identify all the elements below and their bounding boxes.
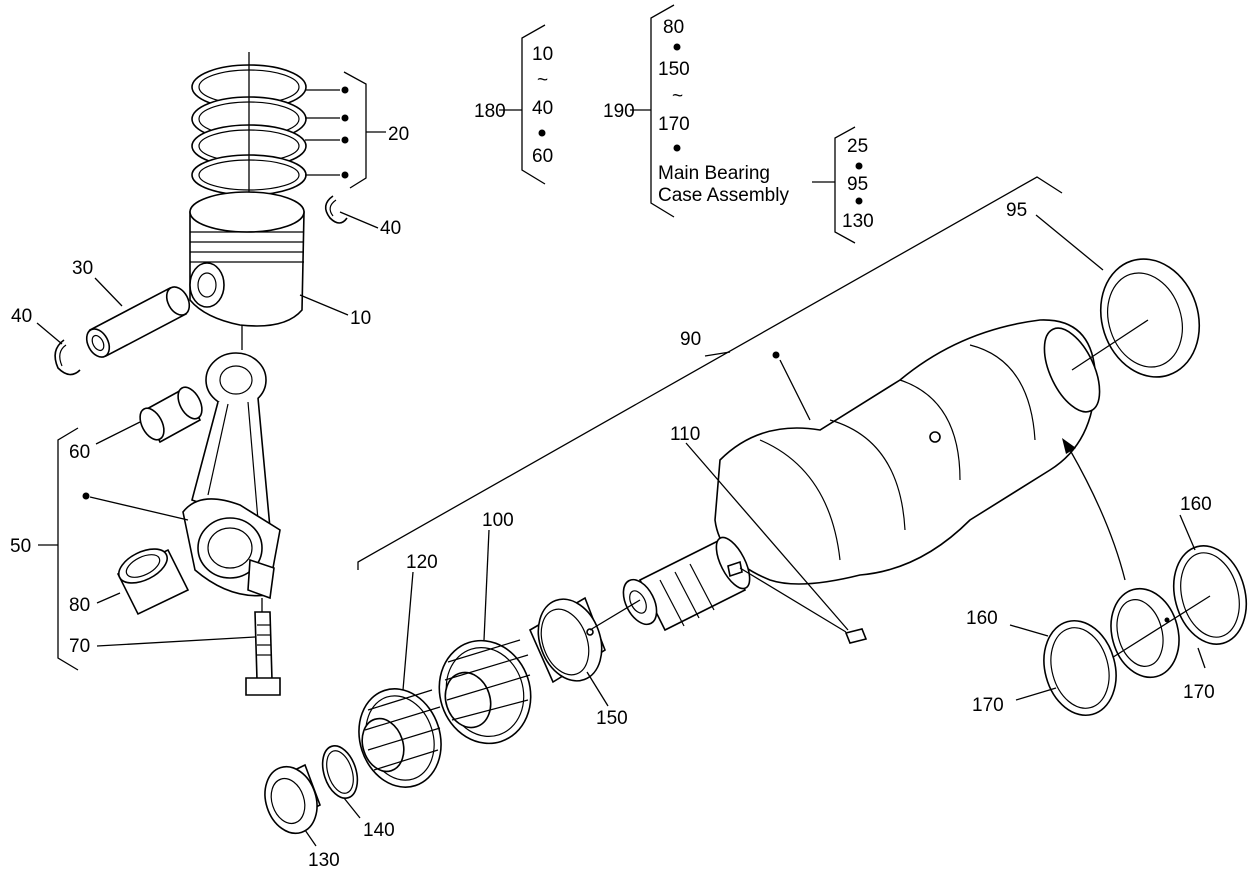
kit-190-item: 150 bbox=[658, 59, 690, 80]
kit-190-item: 80 bbox=[663, 17, 684, 38]
key bbox=[685, 442, 868, 644]
thrust-washer-right bbox=[1173, 514, 1247, 669]
gear-100 bbox=[438, 529, 532, 745]
piston-pin bbox=[85, 277, 191, 358]
kit-90-bracket bbox=[357, 176, 1063, 570]
callout-40-right: 40 bbox=[380, 218, 401, 239]
callout-60: 60 bbox=[69, 442, 90, 463]
callout-100: 100 bbox=[482, 510, 514, 531]
kit-180-item: 10 bbox=[532, 44, 553, 65]
thrust-washer-left bbox=[1009, 619, 1117, 717]
callout-140: 140 bbox=[363, 820, 395, 841]
kit-50-bracket bbox=[38, 427, 189, 671]
rod-bolt bbox=[96, 611, 281, 696]
collar-130 bbox=[264, 763, 321, 847]
callout-160-right: 160 bbox=[1180, 494, 1212, 515]
callout-80: 80 bbox=[69, 595, 90, 616]
assembly-arrow bbox=[1062, 438, 1126, 581]
kit-180-label: 180 bbox=[474, 101, 506, 122]
callout-120: 120 bbox=[406, 552, 438, 573]
kit-190-range: ~ bbox=[672, 86, 683, 107]
kit-190-list: 190 80 150 ~ 170 Main Bearing Case Assem… bbox=[603, 17, 789, 206]
ring-dots bbox=[305, 71, 386, 189]
callout-30: 30 bbox=[72, 258, 93, 279]
kit-180-list: 180 10 ~ 40 60 bbox=[474, 44, 553, 167]
callout-50: 50 bbox=[10, 536, 31, 557]
callout-130: 130 bbox=[308, 850, 340, 871]
kit-180-item: 60 bbox=[532, 146, 553, 167]
rod-bearing bbox=[96, 548, 190, 616]
kit-180-range: ~ bbox=[537, 70, 548, 91]
callout-95: 95 bbox=[1006, 200, 1027, 221]
snap-ring-right bbox=[324, 195, 379, 229]
snap-ring-140 bbox=[321, 745, 361, 819]
main-bearing-item: 130 bbox=[842, 211, 874, 232]
callout-70: 70 bbox=[69, 636, 90, 657]
kit-180-item: 40 bbox=[532, 98, 553, 119]
kit-190-label: 190 bbox=[603, 101, 635, 122]
callout-20: 20 bbox=[388, 124, 409, 145]
kit-190-item: 170 bbox=[658, 114, 690, 135]
main-bearing-item: 25 bbox=[847, 136, 868, 157]
callout-150: 150 bbox=[596, 708, 628, 729]
crankshaft bbox=[622, 319, 1101, 632]
rod-bushing bbox=[95, 386, 203, 445]
callout-10: 10 bbox=[350, 308, 371, 329]
piston-rings bbox=[191, 52, 307, 210]
kit-190-bracket bbox=[630, 4, 835, 218]
callout-160-left: 160 bbox=[966, 608, 998, 629]
kit-190-item: Main Bearing bbox=[658, 163, 770, 184]
callout-170-left: 170 bbox=[972, 695, 1004, 716]
piston bbox=[189, 191, 349, 327]
bearing-150 bbox=[528, 596, 641, 707]
connecting-rod bbox=[182, 325, 281, 615]
callout-40-left: 40 bbox=[11, 306, 32, 327]
callout-90: 90 bbox=[680, 329, 701, 350]
main-bearing-item: 95 bbox=[847, 174, 868, 195]
kit-180-bracket bbox=[499, 24, 546, 185]
main-bearing-bracket bbox=[834, 126, 863, 244]
main-bearing-list: 25 95 130 bbox=[842, 136, 874, 232]
main-bearing-95 bbox=[1035, 214, 1201, 378]
gear-120 bbox=[358, 571, 442, 788]
callout-110: 110 bbox=[670, 424, 700, 445]
callout-170-right: 170 bbox=[1183, 682, 1215, 703]
kit-190-item: Case Assembly bbox=[658, 185, 789, 206]
snap-ring-left bbox=[36, 322, 81, 376]
